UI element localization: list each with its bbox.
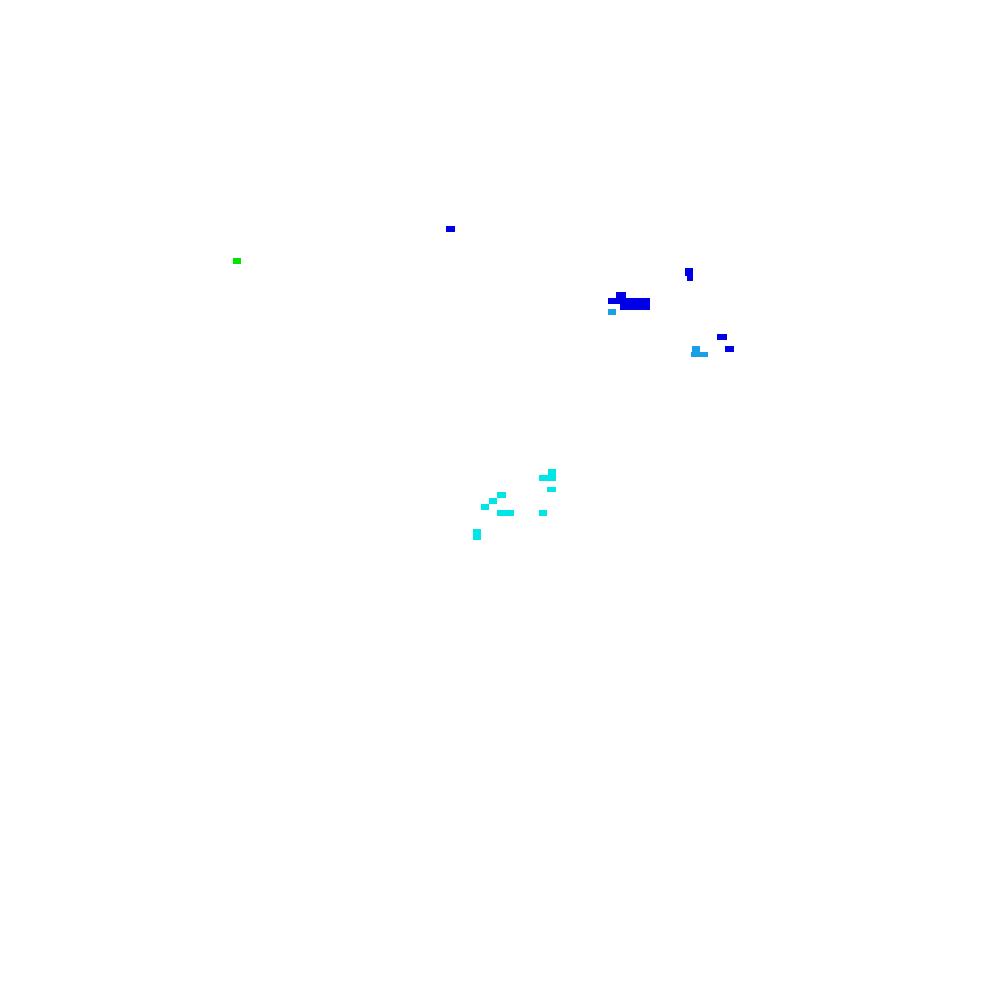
blue-top-speck-pixel-0 (446, 226, 455, 232)
cyan-scatter-pixel-1 (539, 475, 556, 481)
blue-right-specks-pixel-0 (685, 268, 693, 276)
blue-top-speck (446, 226, 455, 232)
green-speck (233, 258, 241, 264)
cyan-scatter-pixel-4 (489, 498, 497, 504)
blue-block-pixel-2 (620, 304, 650, 310)
blue-right-specks (685, 268, 734, 352)
azure-specks (608, 309, 708, 357)
blue-block (608, 292, 650, 310)
blue-right-specks-pixel-3 (725, 346, 734, 352)
blue-block-pixel-1 (608, 298, 650, 304)
azure-specks-pixel-1 (692, 346, 700, 352)
cyan-scatter-pixel-2 (547, 487, 556, 492)
green-speck-pixel-0 (233, 258, 241, 264)
blue-block-pixel-0 (616, 292, 626, 298)
cyan-scatter (473, 469, 556, 540)
cyan-scatter-pixel-5 (481, 504, 489, 510)
cyan-scatter-pixel-6 (497, 510, 514, 516)
cyan-scatter-pixel-3 (497, 492, 506, 498)
blue-right-specks-pixel-2 (717, 334, 727, 340)
cyan-scatter-pixel-8 (473, 529, 481, 540)
azure-specks-pixel-2 (691, 352, 708, 357)
blue-right-specks-pixel-1 (687, 276, 693, 281)
cyan-scatter-pixel-7 (539, 510, 547, 516)
cyan-scatter-pixel-0 (548, 469, 556, 475)
azure-specks-pixel-0 (608, 309, 616, 315)
